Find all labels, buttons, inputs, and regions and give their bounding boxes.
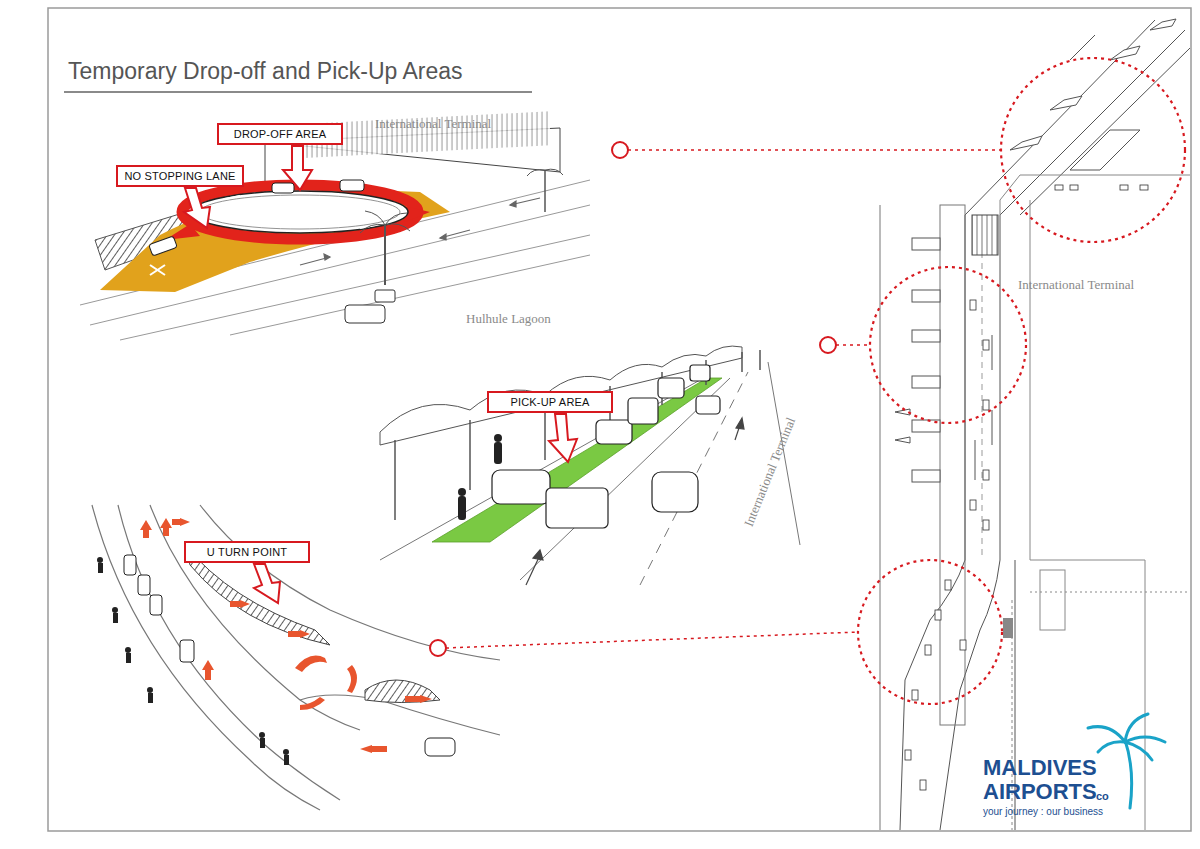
callout-text: NO STOPPING LANE: [124, 170, 235, 182]
callout-text: PICK-UP AREA: [510, 396, 589, 408]
logo-text: co: [1096, 790, 1109, 802]
area-label: International Terminal: [375, 117, 491, 131]
callout-text: U TURN POINT: [207, 546, 287, 558]
area-label: Hulhule Lagoon: [466, 312, 551, 326]
map-label: International Terminal: [1018, 278, 1134, 292]
logo-tagline: your journey : our business: [983, 806, 1103, 817]
callout-box: U TURN POINT: [184, 541, 310, 563]
callout-box: NO STOPPING LANE: [116, 165, 244, 187]
page-title: Temporary Drop-off and Pick-Up Areas: [68, 58, 463, 85]
callout-box: PICK-UP AREA: [487, 391, 613, 413]
logo-text: MALDIVES: [983, 756, 1097, 780]
logo-text: AIRPORTS: [983, 780, 1097, 804]
callout-text: DROP-OFF AREA: [234, 128, 326, 140]
callout-box: DROP-OFF AREA: [217, 123, 343, 145]
area-label: International Terminal: [742, 416, 799, 529]
